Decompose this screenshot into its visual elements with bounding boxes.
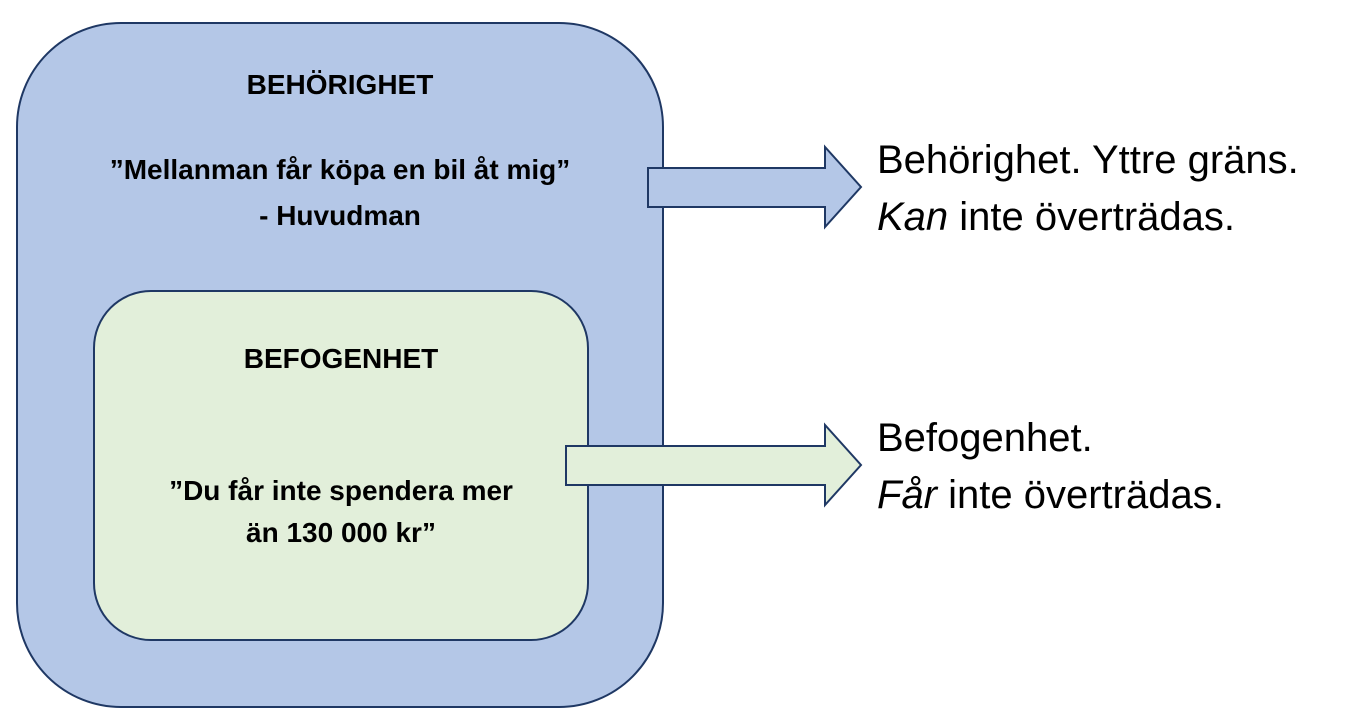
behorighet-description-rest: inte överträdas.	[948, 195, 1235, 239]
behorighet-description: Behörighet. Yttre gräns. Kan inte övertr…	[877, 132, 1299, 246]
befogenhet-box	[93, 290, 589, 641]
behorighet-description-line1: Behörighet. Yttre gräns.	[877, 138, 1299, 182]
arrow-behorighet	[647, 144, 863, 230]
behorighet-attribution: - Huvudman	[259, 200, 421, 231]
befogenhet-quote-line1: ”Du får inte spendera mer	[169, 475, 513, 506]
befogenhet-description-line1: Befogenhet.	[877, 416, 1093, 460]
behorighet-title: BEHÖRIGHET	[246, 69, 434, 100]
arrow-befogenhet	[565, 422, 863, 508]
behorighet-description-line2: Kan inte överträdas.	[877, 189, 1299, 246]
befogenhet-title: BEFOGENHET	[243, 343, 439, 374]
befogenhet-emphasis: Får	[877, 473, 937, 517]
befogenhet-description-rest: inte överträdas.	[937, 473, 1224, 517]
befogenhet-description: Befogenhet. Får inte överträdas.	[877, 410, 1224, 524]
behorighet-quote: ”Mellanman får köpa en bil åt mig”	[109, 154, 571, 185]
befogenhet-description-line2: Får inte överträdas.	[877, 467, 1224, 524]
behorighet-emphasis: Kan	[877, 195, 949, 239]
befogenhet-quote-line2: än 130 000 kr”	[246, 517, 436, 548]
